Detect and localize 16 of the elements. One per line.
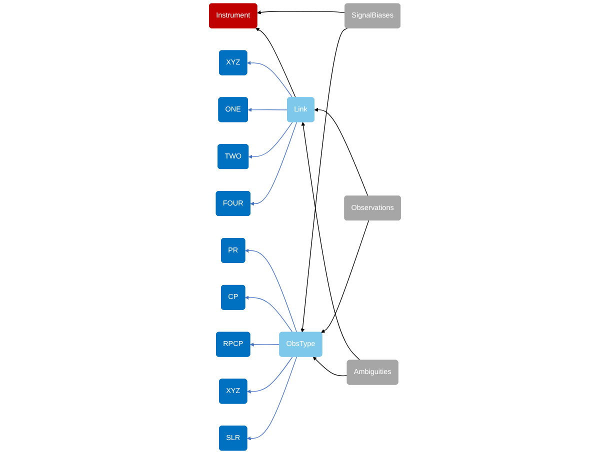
arrow bbox=[245, 248, 298, 333]
arrow bbox=[257, 10, 346, 14]
arrow bbox=[247, 356, 293, 394]
arrow bbox=[247, 356, 298, 440]
arrow bbox=[245, 296, 293, 333]
arrow bbox=[250, 122, 298, 206]
arrow bbox=[314, 108, 368, 196]
arrow bbox=[248, 122, 293, 159]
arrow bbox=[321, 220, 370, 333]
arrow bbox=[248, 108, 288, 112]
arrow bbox=[250, 342, 280, 346]
arrow bbox=[313, 356, 348, 376]
arrow bbox=[301, 122, 361, 361]
arrow bbox=[300, 28, 348, 333]
arrow bbox=[256, 28, 296, 98]
arrow bbox=[247, 60, 293, 98]
